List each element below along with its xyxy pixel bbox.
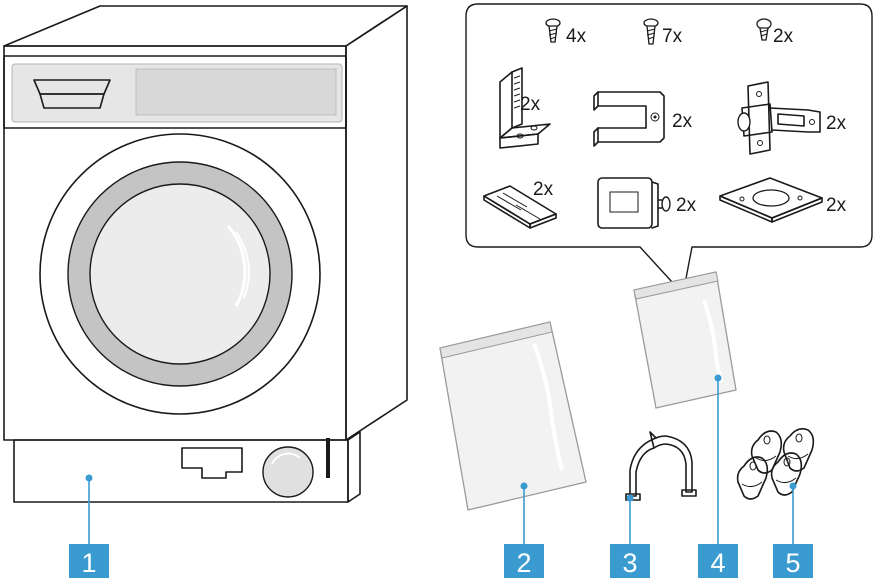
screw-qty: 2x bbox=[773, 26, 794, 47]
hose-holder-icon bbox=[626, 432, 696, 500]
part-qty: 2x bbox=[520, 94, 541, 115]
washing-machine bbox=[4, 6, 407, 502]
screw-qty: 4x bbox=[566, 26, 587, 47]
callout-label: 2 bbox=[516, 548, 531, 578]
document-bag-icon bbox=[440, 322, 586, 510]
part-qty: 2x bbox=[672, 111, 693, 132]
callout-label: 5 bbox=[785, 548, 800, 578]
callout-label: 3 bbox=[622, 548, 637, 578]
part-qty: 2x bbox=[533, 179, 554, 200]
caps-icon bbox=[738, 429, 814, 499]
callout-badge-1: 1 bbox=[69, 544, 109, 578]
hardware-bag-icon bbox=[634, 272, 736, 408]
callout-label: 4 bbox=[710, 548, 725, 578]
callout-badge-4: 4 bbox=[698, 544, 738, 578]
callout-badge-3: 3 bbox=[610, 544, 650, 578]
screw-qty: 7x bbox=[662, 26, 683, 47]
pump-filter-icon bbox=[182, 438, 330, 497]
callout-badge-5: 5 bbox=[773, 544, 813, 578]
hardware-panel: 4x 7x 2x bbox=[466, 4, 872, 294]
callout-label: 1 bbox=[81, 548, 96, 578]
part-qty: 2x bbox=[676, 195, 697, 216]
part-qty: 2x bbox=[826, 113, 847, 134]
callout-badge-2: 2 bbox=[504, 544, 544, 578]
door-icon bbox=[40, 134, 320, 414]
part-qty: 2x bbox=[826, 195, 847, 216]
